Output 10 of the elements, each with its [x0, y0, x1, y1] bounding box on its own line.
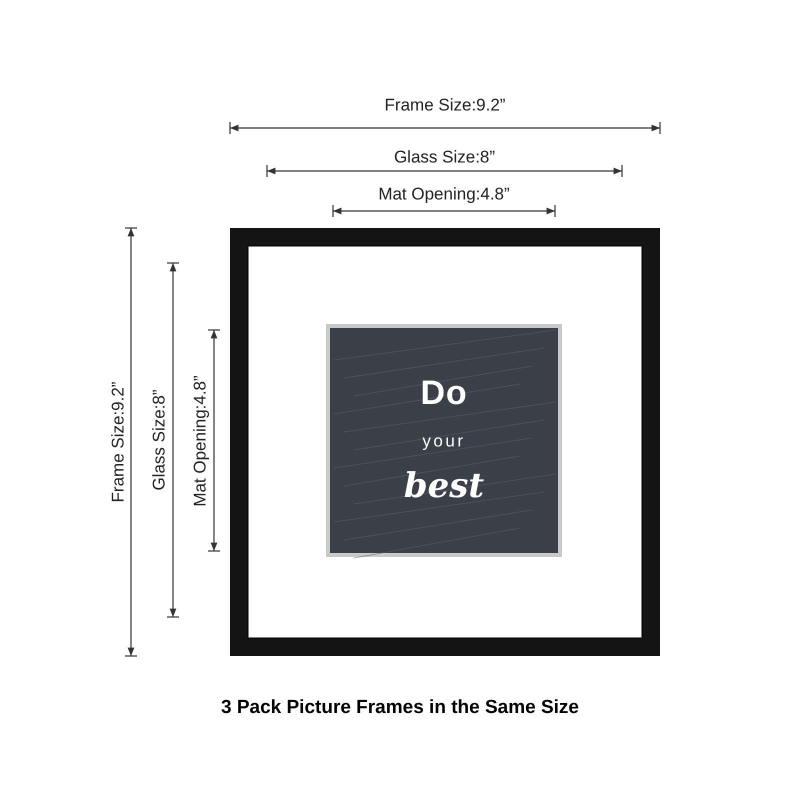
- dimension-label: Mat Opening:4.8”: [192, 374, 208, 506]
- dimension-label: Frame Size:9.2”: [384, 96, 506, 114]
- print-text: Do: [420, 376, 468, 410]
- dimension-label: Mat Opening:4.8”: [377, 186, 511, 202]
- caption: 3 Pack Picture Frames in the Same Size: [221, 696, 579, 720]
- dimension-label: Glass Size:8”: [392, 148, 496, 166]
- dimension-label: Frame Size:9.2”: [110, 382, 126, 502]
- print-text: your: [422, 432, 466, 450]
- print-text: best: [404, 469, 484, 503]
- dimension-label: Glass Size:8”: [150, 389, 168, 491]
